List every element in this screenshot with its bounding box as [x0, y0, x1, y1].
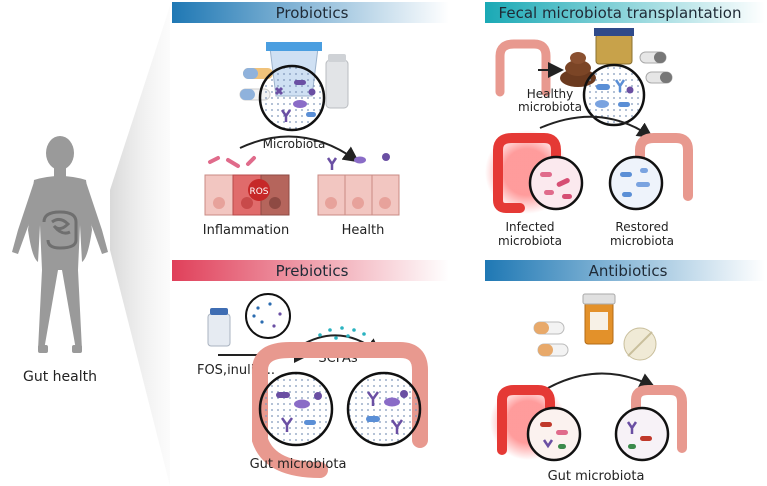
human-body-icon	[12, 136, 108, 353]
gut-microbiota-magnifier-right	[346, 371, 422, 447]
healthy-microbiota-label-1: Healthy	[527, 87, 574, 101]
prebiotic-bottle-icon	[207, 308, 231, 347]
antibiotics-header-bar	[485, 260, 765, 281]
fan-connector	[110, 6, 170, 486]
ros-marker: ROS	[248, 179, 270, 201]
antibiotic-left-magnifier	[526, 406, 582, 462]
gut-health-label: Gut health	[23, 369, 97, 385]
antibiotic-bottle-icon	[582, 293, 616, 345]
scfa-dots	[318, 326, 366, 340]
infected-microbiota-label-2: microbiota	[498, 234, 562, 248]
fmt-header-bar	[485, 2, 765, 23]
prebiotic-intestine	[252, 342, 428, 478]
inflamed-epithelium	[204, 156, 290, 216]
fmt-title: Fecal microbiota transplantation	[499, 4, 742, 22]
infected-microbiota-label-1: Infected	[505, 220, 554, 234]
probiotic-bottle-icon	[325, 54, 349, 109]
healthy-microbiota-magnifier	[582, 63, 646, 127]
intestine-icon	[42, 210, 78, 250]
restored-microbiota-magnifier	[608, 155, 664, 211]
ros-label: ROS	[249, 187, 268, 197]
fos-inulin-magnifier	[245, 293, 291, 339]
probiotics-title: Probiotics	[276, 4, 349, 22]
prebiotics-gut-microbiota-label: Gut microbiota	[250, 457, 347, 472]
prebiotics-title: Prebiotics	[276, 262, 349, 280]
antibiotic-tablet-icon	[623, 327, 657, 361]
probiotics-arrow	[239, 135, 360, 163]
prebiotics-header-bar	[172, 260, 449, 281]
infected-microbiota-magnifier	[528, 155, 584, 211]
donor-intestine-icon	[495, 39, 551, 97]
restored-microbiota-label-1: Restored	[615, 220, 668, 234]
antibiotic-capsule-icons	[533, 321, 569, 357]
health-label: Health	[342, 223, 385, 238]
probiotics-header-bar	[172, 2, 449, 23]
antibiotic-right-magnifier	[614, 406, 670, 462]
healthy-epithelium	[317, 153, 400, 216]
antibiotics-gut-microbiota-label: Gut microbiota	[548, 469, 645, 484]
gut-microbiota-magnifier-left	[258, 371, 334, 447]
fmt-arrow	[539, 115, 654, 139]
specimen-jar-icon	[594, 28, 634, 65]
antibiotics-title: Antibiotics	[589, 262, 668, 280]
antibiotics-arrow	[547, 372, 656, 389]
microbiota-label: Microbiota	[263, 137, 326, 151]
healthy-microbiota-label-2: microbiota	[518, 100, 582, 114]
fmt-capsule-icons	[639, 51, 673, 84]
inflammation-label: Inflammation	[203, 223, 289, 238]
probiotics-microbiota-magnifier	[258, 64, 326, 132]
restored-microbiota-label-2: microbiota	[610, 234, 674, 248]
